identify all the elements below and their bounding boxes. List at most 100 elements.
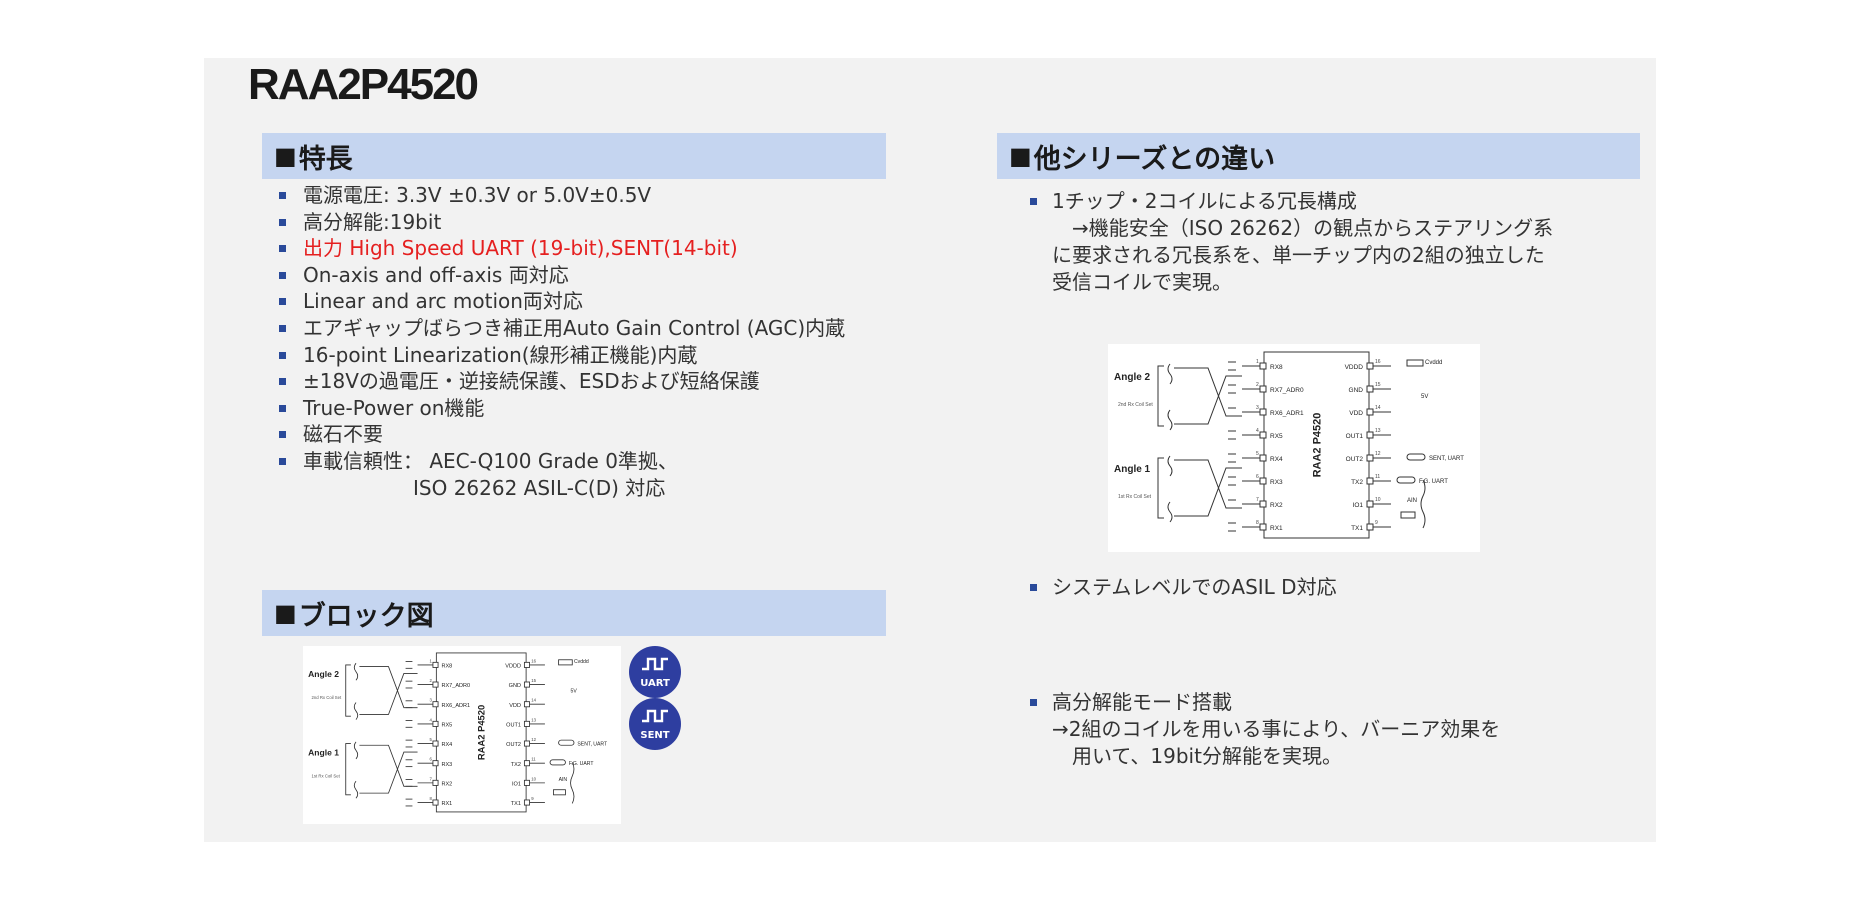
angle-label: Angle 2 bbox=[308, 669, 339, 679]
component-label: SENT, UART bbox=[1429, 456, 1464, 462]
pin-number: 12 bbox=[1375, 451, 1381, 457]
difference-line: に要求される冗長系を、単一チップ内の2組の独立した bbox=[1052, 243, 1545, 267]
pin-pad bbox=[523, 720, 530, 727]
pin-pad bbox=[1366, 523, 1374, 531]
feature-item: ±18Vの過電圧・逆接続保護、ESDおよび短絡保護 bbox=[279, 368, 845, 395]
feature-item-text: 磁石不要 bbox=[303, 422, 383, 447]
difference-item: システムレベルでのASIL D対応 bbox=[1030, 574, 1337, 601]
pin-label: RX7_ADR0 bbox=[441, 683, 470, 689]
pin-pad bbox=[432, 701, 439, 708]
pin-label: RX7_ADR0 bbox=[1270, 387, 1304, 394]
pin-pad bbox=[523, 661, 530, 668]
chip-label: RAA2 P4520 bbox=[476, 705, 487, 760]
pin-number: 10 bbox=[531, 776, 536, 781]
differences-heading-label: 他シリーズとの違い bbox=[1033, 143, 1276, 175]
uart-badge: UART bbox=[629, 646, 681, 698]
pin-number: 16 bbox=[531, 658, 536, 663]
coil bbox=[1420, 479, 1426, 529]
chip-body bbox=[435, 652, 527, 813]
pin-label: RX3 bbox=[1270, 479, 1283, 486]
bullet-icon bbox=[279, 192, 286, 199]
component-label: AIN bbox=[1407, 498, 1417, 504]
circuit-svg: RAA2 P4520RX81RX7_ADR02RX6_ADR13RX54RX45… bbox=[1114, 351, 1464, 539]
angle-label: Angle 2 bbox=[1114, 372, 1151, 383]
bullet-icon bbox=[279, 378, 286, 386]
feature-item-text: 高分解能:19bit bbox=[303, 209, 442, 234]
square-icon: ■ bbox=[1009, 142, 1032, 170]
pin-number: 15 bbox=[531, 678, 536, 683]
pin-label: RX6_ADR1 bbox=[441, 703, 470, 709]
wire bbox=[1174, 467, 1242, 517]
pin-pad bbox=[1259, 431, 1267, 439]
component bbox=[553, 789, 566, 796]
bracket bbox=[345, 664, 351, 717]
pin-label: OUT2 bbox=[1346, 456, 1364, 463]
pin-label: IO1 bbox=[512, 781, 521, 787]
pin-number: 2 bbox=[1256, 382, 1259, 388]
pin-number: 4 bbox=[1256, 428, 1259, 434]
pin-pad bbox=[432, 799, 439, 806]
feature-item: Linear and arc motion両対応 bbox=[279, 288, 845, 315]
difference-item-asil: システムレベルでのASIL D対応 bbox=[1030, 574, 1337, 601]
pin-label: RX6_ADR1 bbox=[1270, 410, 1304, 417]
pin-number: 4 bbox=[430, 717, 433, 722]
pin-label: RX4 bbox=[441, 742, 452, 748]
pin-label: TX2 bbox=[511, 762, 521, 768]
difference-line: →機能安全（ISO 26262）の観点からステアリング系 bbox=[1052, 216, 1554, 240]
feature-item: On-axis and off-axis 両対応 bbox=[279, 262, 845, 289]
pin-pad bbox=[432, 740, 439, 747]
feature-item-text: ±18Vの過電圧・逆接続保護、ESDおよび短絡保護 bbox=[303, 369, 760, 394]
pin-pad bbox=[1259, 362, 1267, 370]
bullet-icon bbox=[279, 271, 286, 279]
pin-number: 8 bbox=[1256, 520, 1259, 526]
pin-number: 10 bbox=[1375, 497, 1381, 503]
pin-number: 1 bbox=[1256, 359, 1259, 365]
bullet-icon bbox=[279, 245, 286, 253]
waveform-icon bbox=[642, 657, 668, 671]
wire bbox=[359, 666, 418, 709]
feature-item: 電源電圧: 3.3V ±0.3V or 5.0V±0.5V bbox=[279, 182, 845, 209]
feature-item: 磁石不要 bbox=[279, 421, 845, 448]
feature-item-text: エアギャップばらつき補正用Auto Gain Control (AGC)内蔵 bbox=[303, 315, 846, 340]
feature-item-text: On-axis and off-axis 両対応 bbox=[303, 262, 569, 287]
pin-label: RX8 bbox=[441, 663, 452, 669]
feature-item-text: 電源電圧: 3.3V ±0.3V or 5.0V±0.5V bbox=[303, 183, 652, 207]
pin-pad bbox=[523, 740, 530, 747]
component-label: 5V bbox=[1421, 394, 1428, 400]
connector bbox=[1396, 476, 1416, 484]
component-label: Cvddd bbox=[1425, 360, 1442, 366]
pin-pad bbox=[523, 681, 530, 688]
pin-label: RX5 bbox=[441, 722, 452, 728]
sent-badge-label: SENT bbox=[640, 730, 670, 741]
pin-pad bbox=[1366, 500, 1374, 508]
bullet-icon bbox=[279, 298, 286, 306]
component bbox=[1406, 359, 1424, 367]
pin-pad bbox=[1259, 408, 1267, 416]
pin-label: RX4 bbox=[1270, 456, 1283, 463]
pin-pad bbox=[1259, 477, 1267, 485]
feature-item: 出力 High Speed UART (19-bit),SENT(14-bit) bbox=[279, 235, 845, 262]
wire bbox=[1174, 375, 1242, 425]
wire bbox=[1174, 367, 1242, 417]
pin-label: TX2 bbox=[1351, 479, 1363, 486]
bullet-icon bbox=[279, 404, 286, 412]
feature-item-text: Linear and arc motion両対応 bbox=[303, 289, 583, 314]
component-label: Cvddd bbox=[574, 659, 589, 665]
coil bbox=[353, 702, 359, 720]
angle-label: Angle 1 bbox=[308, 748, 339, 758]
pin-pad bbox=[1259, 454, 1267, 462]
pin-pad bbox=[432, 681, 439, 688]
feature-item: True-Power on機能 bbox=[279, 395, 845, 422]
waveform-icon bbox=[642, 709, 668, 723]
features-heading-label: 特長 bbox=[298, 143, 353, 175]
pin-number: 13 bbox=[531, 717, 536, 722]
pin-label: IO1 bbox=[1353, 502, 1364, 509]
chip-body bbox=[1263, 351, 1370, 539]
page-title: RAA2P4520 bbox=[248, 60, 479, 109]
difference-line: 用いて、19bit分解能を実現。 bbox=[1052, 744, 1342, 768]
feature-item-text: 出力 High Speed UART (19-bit),SENT(14-bit) bbox=[303, 236, 738, 261]
pin-pad bbox=[432, 760, 439, 767]
pin-pad bbox=[432, 720, 439, 727]
